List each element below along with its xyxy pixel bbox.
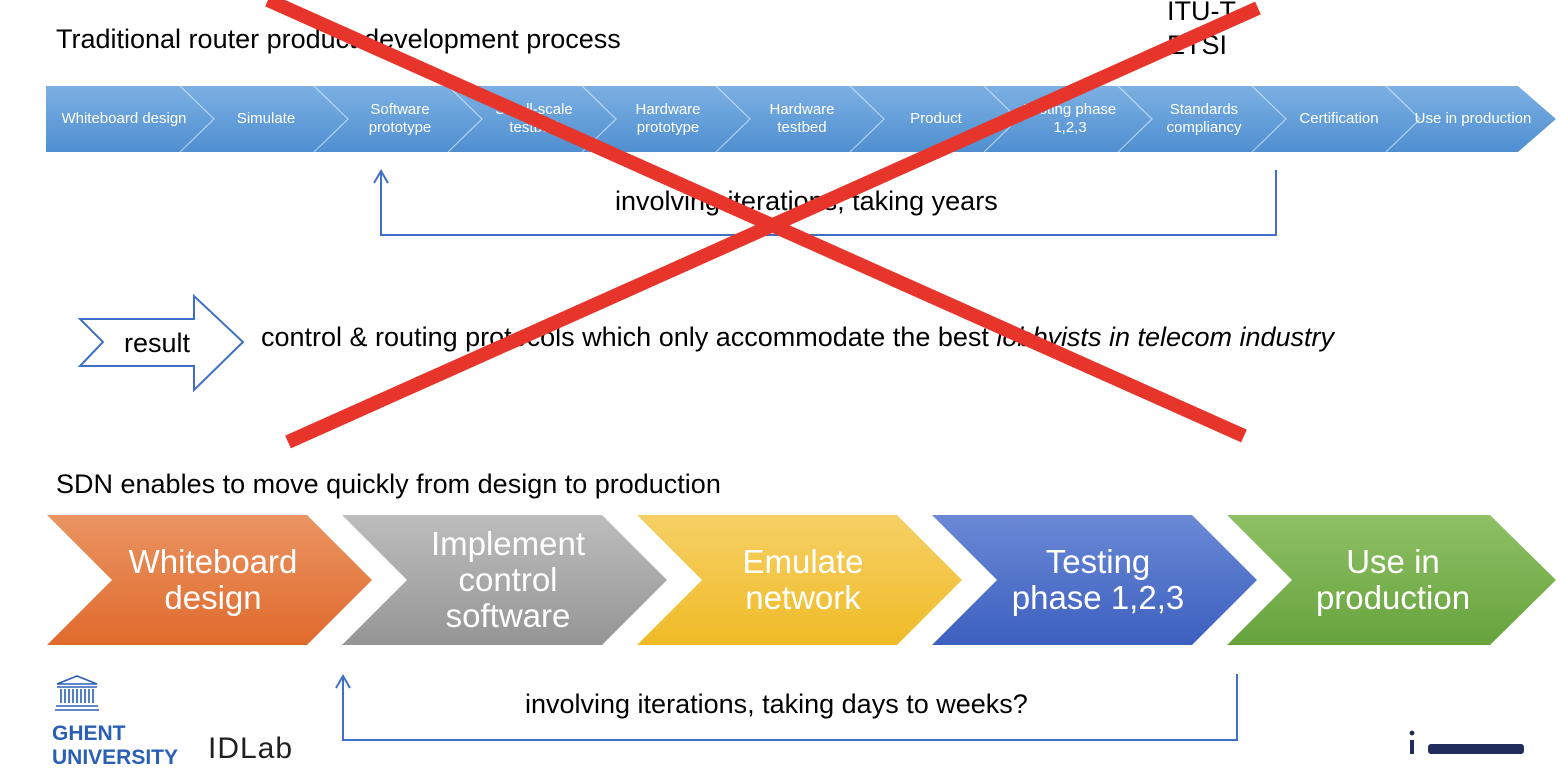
imec-logo bbox=[1409, 730, 1524, 754]
sdn-process-band bbox=[47, 515, 1556, 645]
sdn-step-implement-shape bbox=[342, 515, 667, 645]
trad-step-hardware-prototype: Hardware prototype bbox=[635, 101, 701, 136]
trad-step-hardware-testbed: Hardware testbed bbox=[769, 101, 835, 136]
sdn-title: SDN enables to move quickly from design … bbox=[56, 469, 721, 499]
trad-step-certification: Certification bbox=[1299, 110, 1379, 127]
sdn-step-implement-control-software: Implement control software bbox=[430, 525, 586, 634]
sdn-step-whiteboard-shape bbox=[47, 515, 372, 645]
trad-step-product: Product bbox=[910, 110, 962, 127]
trad-step-software-prototype: Software prototype bbox=[368, 101, 432, 136]
sdn-step-emulate-shape bbox=[637, 515, 962, 645]
result-arrow-icon bbox=[77, 293, 245, 393]
trad-step-use-in-production: Use in production bbox=[1414, 110, 1532, 127]
cross-out-mark bbox=[265, 0, 1261, 449]
trad-step-standards-compliancy: Standards compliancy bbox=[1166, 101, 1242, 136]
sdn-iteration-note: involving iterations, taking days to wee… bbox=[525, 689, 1028, 719]
cross-stroke-2 bbox=[285, 1, 1261, 449]
university-building-icon bbox=[55, 675, 99, 711]
cross-stroke-1 bbox=[265, 0, 1247, 443]
result-label: result bbox=[124, 328, 191, 358]
sdn-step-testing-phase: Testing phase 1,2,3 bbox=[1011, 543, 1185, 616]
sdn-step-use-in-production: Use in production bbox=[1315, 543, 1471, 616]
sdn-step-testing-shape bbox=[932, 515, 1257, 645]
sdn-step-emulate-network: Emulate network bbox=[742, 543, 864, 616]
trad-step-whiteboard: Whiteboard design bbox=[61, 110, 187, 127]
trad-step-simulate: Simulate bbox=[236, 110, 296, 127]
traditional-iteration-arrow bbox=[373, 169, 1277, 236]
sdn-step-whiteboard-design: Whiteboard design bbox=[128, 543, 298, 616]
diagram-canvas bbox=[46, 85, 1556, 754]
sdn-step-production-shape bbox=[1227, 515, 1556, 645]
sdn-iteration-arrow bbox=[335, 674, 1238, 741]
